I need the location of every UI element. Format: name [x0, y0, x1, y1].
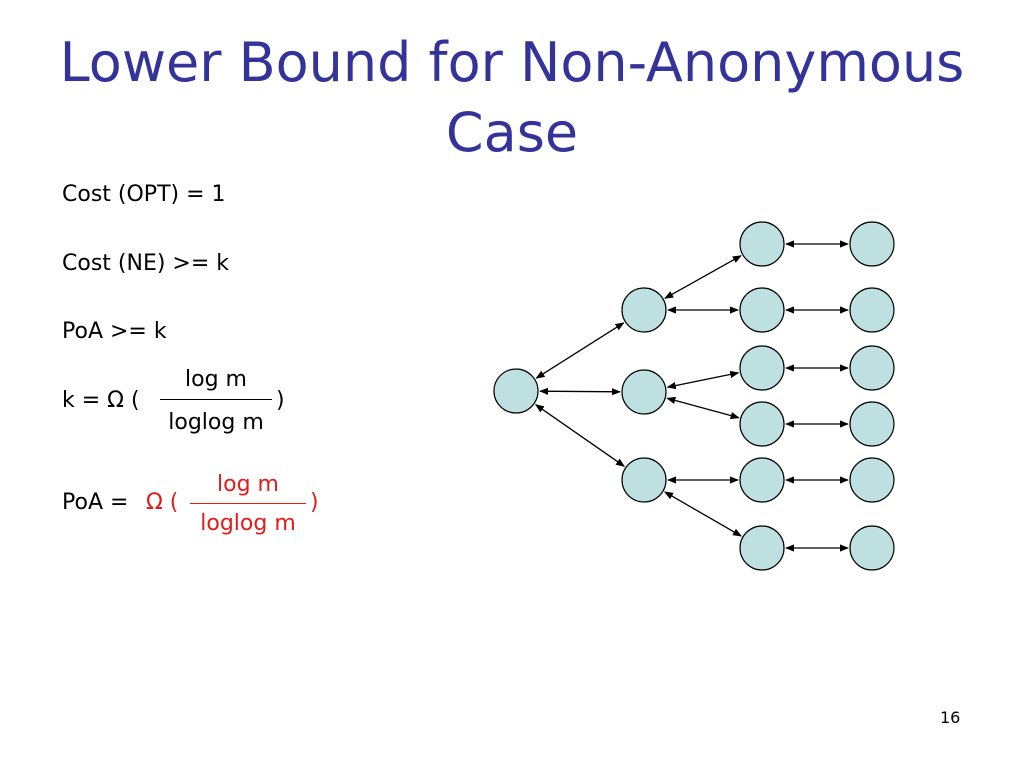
poa-bound-statement: PoA >= k [62, 319, 167, 344]
node-r5 [739, 457, 785, 503]
node-e3 [849, 345, 895, 391]
poa-formula-prefix: PoA = [62, 490, 129, 515]
edge-root-m1 [535, 322, 625, 379]
poa-formula-denominator: loglog m [200, 511, 296, 536]
poa-formula-fraction-bar [190, 503, 306, 504]
node-r6 [739, 525, 785, 571]
cost-opt-statement: Cost (OPT) = 1 [62, 182, 226, 207]
cost-ne-statement: Cost (NE) >= k [62, 251, 230, 276]
poa-formula-suffix: ) [310, 490, 319, 515]
k-formula-suffix: ) [276, 388, 285, 413]
node-e1 [849, 221, 895, 267]
node-r2 [739, 287, 785, 333]
edge-m1-r1 [664, 255, 742, 299]
node-e2 [849, 287, 895, 333]
node-e4 [849, 401, 895, 447]
poa-formula-numerator: log m [217, 472, 279, 497]
page-number: 16 [940, 708, 961, 727]
k-formula-prefix: k = Ω ( [62, 388, 140, 413]
k-formula-denominator: loglog m [168, 410, 264, 435]
node-r4 [739, 401, 785, 447]
k-formula-numerator: log m [185, 367, 247, 392]
node-r1 [739, 221, 785, 267]
k-formula-fraction-bar [160, 399, 272, 400]
node-root [493, 368, 539, 414]
edge-m2-r4 [666, 396, 740, 420]
node-m3 [621, 457, 667, 503]
node-m1 [621, 287, 667, 333]
node-e5 [849, 457, 895, 503]
slide-title-line-2: Case [445, 101, 579, 164]
node-m2 [621, 369, 667, 415]
slide-title-line-1: Lower Bound for Non-Anonymous [59, 31, 965, 94]
node-r3 [739, 345, 785, 391]
edge-m2-r3 [666, 370, 740, 390]
node-e6 [849, 525, 895, 571]
edge-m3-r6 [664, 491, 742, 537]
edge-root-m2 [539, 387, 621, 396]
poa-formula-omega: Ω ( [146, 490, 179, 515]
edge-root-m3 [534, 404, 626, 467]
